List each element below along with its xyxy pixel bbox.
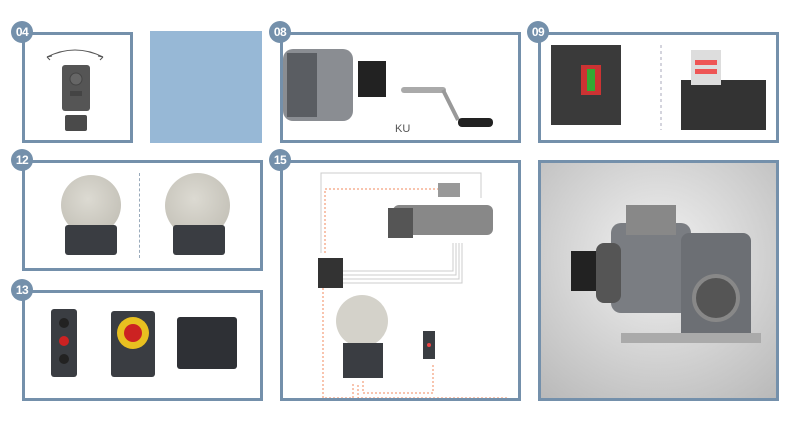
panel-12: 12 xyxy=(11,149,263,271)
remote-control-image xyxy=(46,49,104,131)
emergency-crank-image xyxy=(283,49,493,127)
panel-13: 13 xyxy=(11,279,263,401)
panel-badge: 04 xyxy=(11,21,33,43)
control-unit-box xyxy=(173,225,225,255)
panel-09: 09 xyxy=(527,21,779,143)
product-caption: KU xyxy=(395,123,411,135)
panel-badge: 13 xyxy=(11,279,33,301)
limit-switch-image xyxy=(551,45,766,130)
panel-badge: 08 xyxy=(269,21,291,43)
panel-badge: 09 xyxy=(527,21,549,43)
panel-badge: 12 xyxy=(11,149,33,171)
blue-placeholder-box xyxy=(150,31,262,143)
panel-15: 15 xyxy=(269,149,521,401)
switches-image xyxy=(51,309,237,377)
wiring-diagram xyxy=(318,172,508,398)
drive-motor-photo xyxy=(538,160,779,401)
gear-motor-image xyxy=(571,205,761,343)
panel-badge: 15 xyxy=(269,149,291,171)
divider xyxy=(139,173,140,258)
control-unit-box xyxy=(65,225,117,255)
panel-08: 08 KU xyxy=(269,21,521,143)
panel-04: 04 xyxy=(11,21,133,143)
